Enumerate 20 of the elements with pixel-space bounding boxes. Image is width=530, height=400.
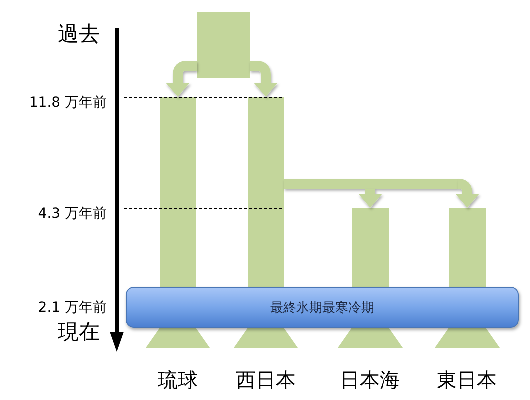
lineage-bar (352, 208, 389, 287)
lineage-label: 東日本 (437, 368, 497, 392)
branch-arrow (358, 189, 382, 208)
lineage-label: 日本海 (340, 368, 400, 392)
lineage-bar (449, 208, 486, 287)
lineage-label: 西日本 (236, 368, 296, 392)
ancestor-bar (197, 12, 250, 78)
lineage-label: 琉球 (158, 368, 198, 392)
time-label: 4.3 万年前 (38, 206, 107, 222)
time-label: 2.1 万年前 (38, 300, 107, 316)
branch-arrow (166, 61, 197, 97)
lineage-bar (160, 97, 196, 287)
time-label: 11.8 万年前 (29, 94, 107, 112)
axis-label: 現在 (58, 320, 100, 346)
branch-arrow (456, 179, 480, 208)
lineage-bar (248, 97, 284, 287)
branch-arrow (250, 61, 278, 97)
axis-label: 過去 (58, 22, 100, 48)
period-band (126, 287, 519, 328)
band-label: 最終氷期最寒冷期 (270, 300, 374, 316)
